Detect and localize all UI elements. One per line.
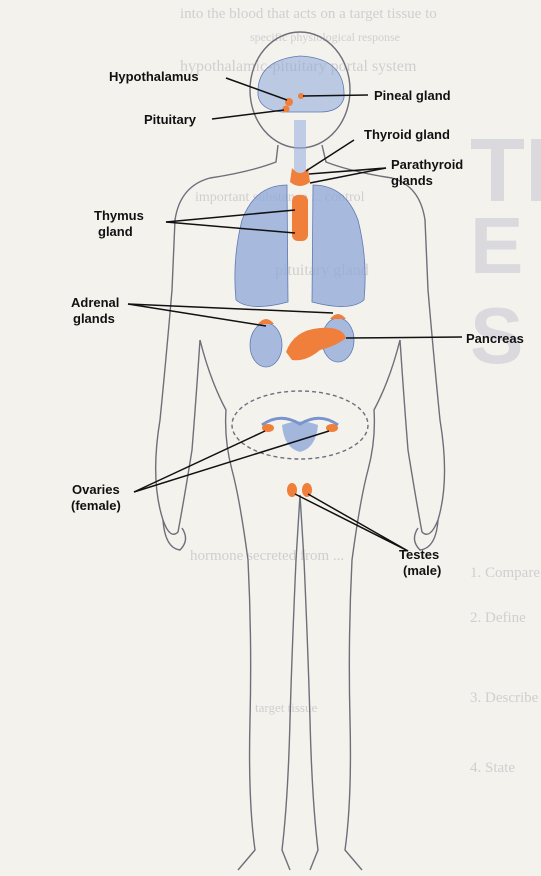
label-testes-line1: Testes	[399, 547, 439, 562]
trachea-shape	[294, 120, 306, 180]
leader-thyroid	[306, 140, 354, 171]
right-lung-shape	[312, 185, 365, 307]
adrenal-left	[258, 319, 274, 324]
leader-testes-1	[295, 494, 408, 551]
leader-pancreas	[346, 337, 462, 338]
leader-pituitary	[212, 110, 284, 119]
pituitary-gland	[283, 106, 290, 113]
label-ovaries-line2: (female)	[71, 498, 121, 513]
leader-pineal	[303, 95, 368, 96]
adrenal-right	[330, 314, 346, 319]
brain-shape	[258, 56, 344, 112]
label-parathyroid-line2: glands	[391, 173, 433, 188]
label-testes-line2: (male)	[403, 563, 441, 578]
label-ovaries-line1: Ovaries	[72, 482, 120, 497]
label-pineal-gland: Pineal gland	[374, 88, 451, 103]
leader-ovaries-2	[134, 431, 329, 492]
label-pancreas: Pancreas	[466, 331, 524, 346]
thymus-gland	[292, 195, 308, 241]
label-hypothalamus: Hypothalamus	[109, 69, 199, 84]
leader-testes-2	[308, 494, 408, 551]
label-adrenal-line1: Adrenal	[71, 295, 119, 310]
left-kidney-shape	[250, 323, 282, 367]
label-adrenal-line2: glands	[73, 311, 115, 326]
label-parathyroid-line1: Parathyroid	[391, 157, 463, 172]
label-pituitary: Pituitary	[144, 112, 196, 127]
leader-ovaries-1	[134, 431, 265, 492]
label-thymus-line1: Thymus	[94, 208, 144, 223]
label-thymus-line2: gland	[98, 224, 133, 239]
left-lung-shape	[235, 185, 288, 307]
label-thyroid-gland: Thyroid gland	[364, 127, 450, 142]
